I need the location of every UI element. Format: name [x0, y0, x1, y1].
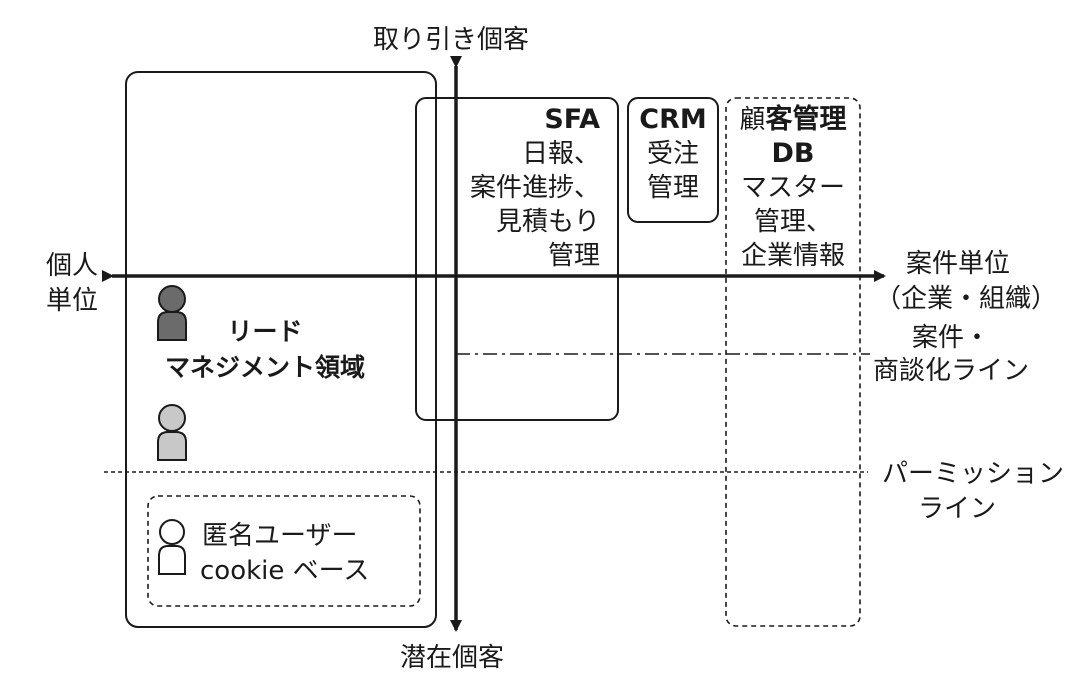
- anonymous-user-label-line1: 匿名ユーザー: [202, 521, 358, 551]
- sfa-line4: 管理: [547, 241, 600, 271]
- crm-box: [627, 97, 719, 223]
- person-dark-icon: [157, 285, 187, 341]
- customer-db-line3: 企業情報: [740, 241, 845, 271]
- customer-db-box: [725, 97, 861, 627]
- sfa-line3: 見積もり: [495, 207, 600, 237]
- customer-db-title-line2: DB: [771, 138, 815, 169]
- anonymous-user-label-line2: cookie ベース: [200, 556, 370, 586]
- sfa-title: SFA: [544, 104, 600, 135]
- deal-line-label-line2: 商談化ライン: [873, 356, 1030, 386]
- axis-left-label-line1: 個人: [46, 251, 99, 281]
- customer-db-line2: 管理、: [753, 207, 832, 237]
- customer-db-title-light: 顧: [739, 105, 766, 135]
- customer-db-title-bold: 客管理: [765, 104, 847, 135]
- deal-line-label-line1: 案件・: [912, 323, 991, 353]
- axis-right-label-line2: （企業・組織）: [875, 284, 1058, 314]
- axis-right-label-line1: 案件単位: [906, 249, 1011, 279]
- sfa-line2: 案件進捗、: [469, 173, 600, 203]
- axis-left-label-line2: 単位: [46, 286, 99, 316]
- crm-title: CRM: [639, 104, 707, 135]
- axis-bottom-label: 潜在個客: [400, 643, 505, 673]
- crm-text: CRM 受注 管理: [628, 103, 718, 205]
- sfa-line1: 日報、: [521, 139, 600, 169]
- lead-management-label-line2: マネジメント領域: [164, 353, 365, 382]
- lead-management-box: [125, 71, 437, 628]
- crm-line2: 管理: [646, 173, 699, 203]
- sfa-box: [415, 97, 619, 421]
- sfa-text: SFA 日報、 案件進捗、 見積もり 管理: [440, 103, 600, 273]
- permission-line-label-line1: パーミッション: [882, 459, 1065, 489]
- customer-db-title: 顧客管理: [726, 103, 860, 137]
- lead-management-label-line1: リード: [227, 317, 303, 346]
- permission-line-label-line2: ライン: [918, 494, 997, 524]
- axis-top-label: 取り引き個客: [373, 25, 530, 55]
- customer-db-line1: マスター: [740, 173, 845, 203]
- anonymous-user-box: [147, 495, 421, 607]
- lead-management-label: リード マネジメント領域: [150, 314, 380, 386]
- person-anonymous-icon: [158, 519, 186, 575]
- crm-line1: 受注: [646, 139, 699, 169]
- customer-db-text: 顧客管理 DB マスター 管理、 企業情報: [726, 103, 860, 273]
- person-light-icon: [157, 404, 187, 461]
